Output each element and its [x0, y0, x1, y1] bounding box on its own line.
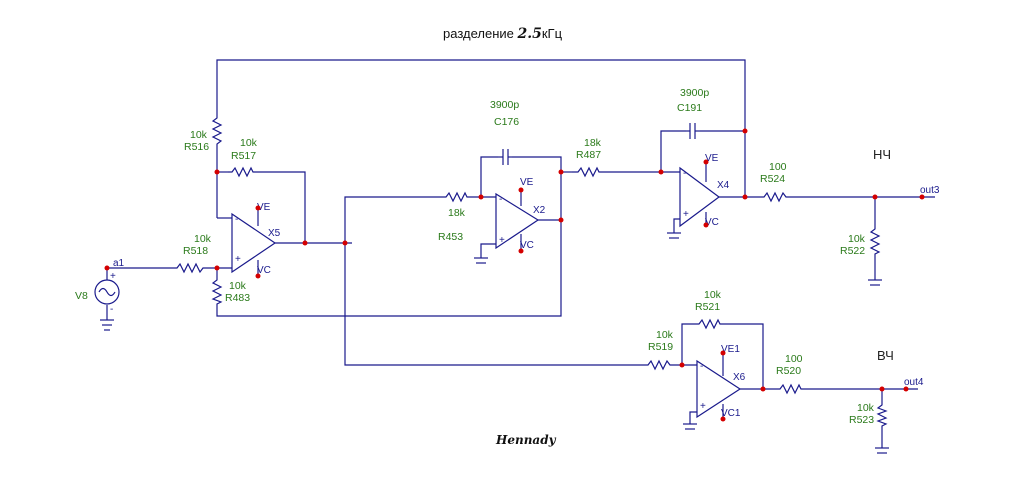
r520-value: 100	[785, 353, 803, 365]
resistor-r517	[228, 166, 256, 178]
c176-value: 3900p	[490, 99, 519, 111]
r483-ref: R483	[225, 292, 250, 304]
r524-ref: R524	[760, 173, 785, 185]
resistor-r521	[694, 318, 722, 330]
r487-ref: R487	[576, 149, 601, 161]
r518-ref: R518	[183, 245, 208, 257]
r487-value: 18k	[584, 137, 602, 149]
capacitor-c191	[686, 123, 700, 139]
ground-icon	[474, 257, 488, 264]
junction-dots	[104, 128, 925, 422]
r522-value: 10k	[848, 233, 866, 245]
author-signature: Hennady	[495, 433, 557, 447]
opamp-x6: - + X6 VE1 VC1	[696, 344, 746, 419]
svg-text:+: +	[683, 209, 689, 220]
svg-text:-: -	[499, 194, 502, 205]
svg-text:VC1: VC1	[721, 408, 741, 419]
source-minus-sign: -	[110, 304, 113, 315]
band-low-label: НЧ	[873, 147, 891, 162]
resistor-r522	[869, 224, 881, 258]
ground-icon	[875, 447, 889, 454]
r523-value: 10k	[857, 402, 875, 414]
resistor-r524	[758, 191, 790, 203]
c191-value: 3900p	[680, 87, 709, 99]
r522-ref: R522	[840, 245, 865, 257]
diagram-title: разделение 2.5кГц	[443, 26, 563, 42]
r517-value: 10k	[240, 137, 258, 149]
resistor-r487	[572, 166, 602, 178]
resistor-r523	[876, 402, 888, 428]
resistor-r516	[211, 112, 223, 148]
svg-text:-: -	[235, 214, 238, 225]
r519-value: 10k	[656, 329, 674, 341]
voltage-source-v8: + - V8	[75, 271, 120, 315]
opamp-x5: - + X5 VE VC	[231, 202, 281, 276]
ground-icon	[868, 279, 882, 286]
svg-text:VC: VC	[520, 240, 534, 251]
svg-text:+: +	[499, 235, 505, 246]
resistor-r520	[775, 383, 802, 395]
c176-ref: C176	[494, 116, 519, 128]
svg-text:-: -	[683, 168, 686, 179]
r516-value: 10k	[190, 129, 208, 141]
r483-value: 10k	[229, 280, 247, 292]
r518-value: 10k	[194, 233, 212, 245]
wires	[106, 59, 935, 448]
grounds	[100, 232, 889, 454]
r524-value: 100	[769, 161, 787, 173]
source-plus-sign: +	[110, 271, 116, 282]
ground-icon	[683, 423, 697, 430]
r516-ref: R516	[184, 141, 209, 153]
opamp-x6-label: X6	[733, 372, 746, 383]
c191-ref: C191	[677, 102, 702, 114]
svg-text:+: +	[235, 254, 241, 265]
svg-text:VE: VE	[257, 202, 271, 213]
ground-icon	[100, 319, 114, 331]
opamp-x2-label: X2	[533, 205, 546, 216]
net-out3: out3	[920, 185, 940, 196]
svg-text:-: -	[700, 361, 703, 372]
net-out4: out4	[904, 377, 924, 388]
opamp-x4-label: X4	[717, 180, 730, 191]
component-labels: 10k R516 10k R517 10k R518 10k R483 18k …	[183, 87, 875, 426]
svg-text:VC: VC	[257, 265, 271, 276]
net-a1: a1	[113, 258, 125, 269]
r523-ref: R523	[849, 414, 874, 426]
r521-value: 10k	[704, 289, 722, 301]
resistor-r483	[211, 276, 223, 306]
r519-ref: R519	[648, 341, 673, 353]
r517-ref: R517	[231, 150, 256, 162]
svg-text:VC: VC	[705, 217, 719, 228]
net-labels: a1 out3 out4 НЧ ВЧ	[113, 147, 940, 388]
ground-icon	[667, 232, 681, 239]
svg-text:VE: VE	[520, 177, 534, 188]
resistor-r518	[170, 262, 208, 274]
resistor-r519	[642, 359, 674, 371]
opamp-x4: - + X4 VE VC	[679, 153, 730, 228]
r520-ref: R520	[776, 365, 801, 377]
r521-ref: R521	[695, 301, 720, 313]
source-label: V8	[75, 290, 88, 302]
r453-value: 18k	[448, 207, 466, 219]
capacitor-c176	[498, 149, 512, 165]
svg-text:VE1: VE1	[721, 344, 740, 355]
capacitors	[498, 123, 700, 165]
r453-ref: R453	[438, 231, 463, 243]
resistors	[170, 112, 888, 428]
svg-text:VE: VE	[705, 153, 719, 164]
svg-text:+: +	[700, 401, 706, 412]
opamp-x5-label: X5	[268, 228, 281, 239]
band-high-label: ВЧ	[877, 348, 894, 363]
opamp-x2: - + X2 VE VC	[495, 177, 546, 251]
resistor-r453	[440, 191, 470, 203]
